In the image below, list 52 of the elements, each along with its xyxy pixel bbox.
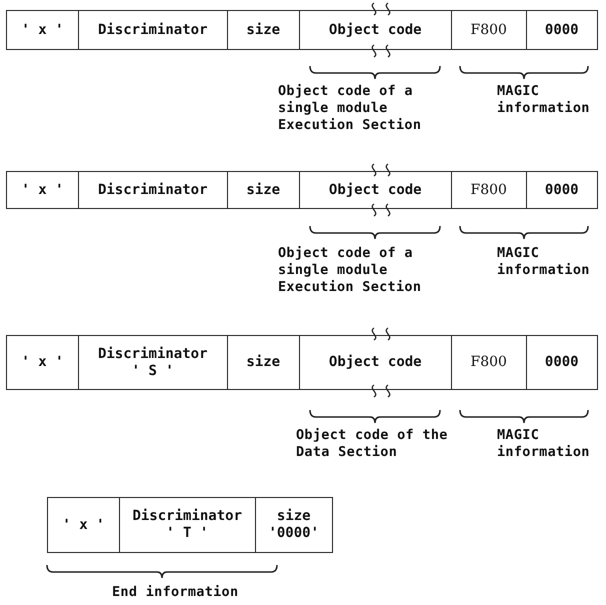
record-field-box bbox=[526, 171, 598, 209]
field-label: Discriminator bbox=[132, 508, 242, 525]
brace-caption: End information bbox=[112, 584, 240, 601]
field-label: ' x ' bbox=[21, 354, 64, 371]
record-field-box bbox=[254, 497, 333, 553]
record-field-box bbox=[298, 10, 452, 50]
record-field-box bbox=[6, 10, 79, 50]
field-label: ' x ' bbox=[21, 22, 64, 38]
field-label: ' x ' bbox=[62, 516, 105, 534]
record-field-box bbox=[450, 335, 527, 390]
field-label: 0000 bbox=[544, 354, 579, 371]
field-label: Object code bbox=[328, 182, 422, 198]
field-label: Object code bbox=[328, 22, 422, 38]
brace-caption: Object code of a single module Execution Section bbox=[278, 245, 422, 296]
record-field-box bbox=[78, 335, 228, 390]
record-field-box bbox=[78, 171, 228, 209]
field-label: F800 bbox=[470, 354, 507, 371]
brace-caption: MAGIC information bbox=[497, 427, 591, 461]
field-label: F800 bbox=[470, 22, 507, 38]
brace-caption: MAGIC information bbox=[497, 245, 591, 279]
record-field-box bbox=[526, 10, 598, 50]
record-field-box bbox=[226, 171, 300, 209]
field-label: ' x ' bbox=[21, 182, 64, 198]
field-label: Discriminator bbox=[98, 22, 208, 38]
brace-caption: MAGIC information bbox=[497, 83, 591, 117]
brace-caption: Object code of the Data Section bbox=[296, 427, 449, 461]
field-label: ' S ' bbox=[132, 362, 174, 380]
record-field-box bbox=[226, 335, 300, 390]
field-label: 0000 bbox=[544, 22, 579, 38]
field-label: size bbox=[246, 354, 280, 371]
field-label: Object code bbox=[328, 354, 422, 371]
record-field-box bbox=[118, 497, 256, 553]
record-field-box bbox=[47, 497, 120, 553]
field-label: Discriminator bbox=[98, 182, 208, 198]
record-field-box bbox=[6, 335, 79, 390]
field-label: F800 bbox=[470, 182, 507, 198]
field-label: size bbox=[246, 22, 280, 38]
field-label: size bbox=[246, 182, 280, 198]
field-label: '0000' bbox=[268, 525, 320, 542]
record-field-box bbox=[78, 10, 228, 50]
record-field-box bbox=[450, 171, 527, 209]
record-field-box bbox=[226, 10, 300, 50]
record-field-box bbox=[6, 171, 79, 209]
record-field-box bbox=[298, 171, 452, 209]
record-field-box bbox=[298, 335, 452, 390]
field-label: Discriminator bbox=[98, 346, 208, 362]
field-label: size bbox=[276, 508, 311, 525]
record-field-box bbox=[450, 10, 527, 50]
record-field-box bbox=[526, 335, 598, 390]
field-label: 0000 bbox=[544, 182, 579, 198]
field-label: ' T ' bbox=[166, 525, 208, 542]
brace-caption: Object code of a single module Execution Section bbox=[278, 83, 422, 134]
